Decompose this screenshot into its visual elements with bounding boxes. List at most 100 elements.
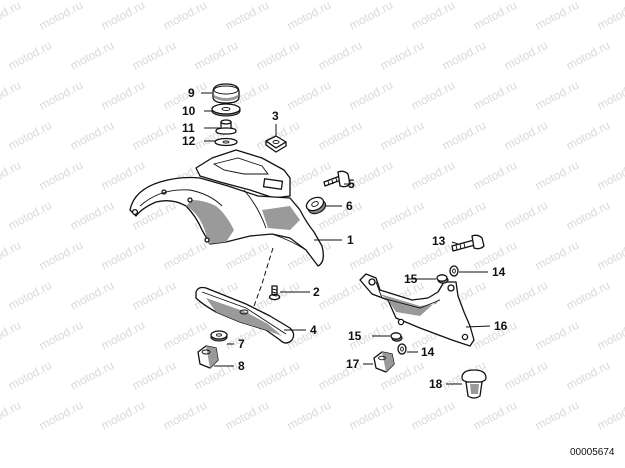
watermark-text: motod.ru	[595, 238, 625, 273]
washer-7	[210, 330, 228, 342]
watermark-text: motod.ru	[223, 0, 271, 33]
callout-1: 1	[347, 233, 354, 247]
watermark-text: motod.ru	[440, 38, 488, 73]
watermark-text: motod.ru	[316, 38, 364, 73]
callout-5: 5	[348, 177, 355, 191]
callout-13: 13	[432, 234, 446, 248]
clip-nut	[265, 135, 287, 153]
watermark-text: motod.ru	[285, 78, 333, 113]
watermark-text: motod.ru	[533, 238, 581, 273]
watermark-text: motod.ru	[37, 78, 85, 113]
watermark-text: motod.ru	[130, 278, 178, 313]
nut-17	[373, 351, 395, 373]
rear-fender	[129, 149, 324, 267]
watermark-text: motod.ru	[285, 0, 333, 33]
callout-12: 12	[182, 134, 196, 148]
watermark-text: motod.ru	[564, 198, 612, 233]
watermark-text: motod.ru	[99, 0, 147, 33]
watermark-text: motod.ru	[254, 38, 302, 73]
watermark-text: motod.ru	[37, 0, 85, 33]
watermark-text: motod.ru	[347, 78, 395, 113]
watermark-text: motod.ru	[502, 278, 550, 313]
watermark-text: motod.ru	[161, 238, 209, 273]
watermark-text: motod.ru	[68, 278, 116, 313]
watermark-text: motod.ru	[0, 78, 23, 113]
watermark-text: motod.ru	[533, 0, 581, 33]
watermark-text: motod.ru	[502, 118, 550, 153]
callout-14-bottom: 14	[421, 345, 435, 359]
watermark-text: motod.ru	[99, 158, 147, 193]
callout-4: 4	[310, 323, 317, 337]
watermark-text: motod.ru	[6, 38, 54, 73]
leader-lines	[201, 92, 491, 385]
watermark-text: motod.ru	[161, 318, 209, 353]
watermark-text: motod.ru	[409, 78, 457, 113]
watermark-text: motod.ru	[130, 38, 178, 73]
watermark-text: motod.ru	[440, 198, 488, 233]
callout-18: 18	[429, 377, 443, 391]
callout-11: 11	[182, 121, 195, 135]
watermark-text: motod.ru	[378, 38, 426, 73]
watermark-text: motod.ru	[533, 398, 581, 433]
callout-2: 2	[313, 285, 320, 299]
watermark-text: motod.ru	[192, 118, 240, 153]
watermark-text: motod.ru	[409, 0, 457, 33]
watermark-text: motod.ru	[37, 398, 85, 433]
watermark-text: motod.ru	[316, 118, 364, 153]
upper-washers	[436, 265, 459, 284]
watermark-text: motod.ru	[68, 198, 116, 233]
watermark-text: motod.ru	[409, 398, 457, 433]
watermark-text: motod.ru	[192, 38, 240, 73]
watermark-text: motod.ru	[0, 0, 23, 33]
watermark-text: motod.ru	[130, 118, 178, 153]
watermark-text: motod.ru	[595, 78, 625, 113]
watermark-text: motod.ru	[471, 398, 519, 433]
watermark-text: motod.ru	[595, 398, 625, 433]
watermark-text: motod.ru	[192, 358, 240, 393]
nut-8	[197, 345, 219, 369]
watermark-text: motod.ru	[68, 38, 116, 73]
watermark-text: motod.ru	[99, 398, 147, 433]
watermark-text: motod.ru	[161, 398, 209, 433]
callout-labels: 9 10 11 12 3 5 6 1 2 4 7 8 13 14 15 16 1…	[182, 86, 508, 391]
rubber-plug	[461, 369, 487, 399]
callout-16: 16	[494, 319, 508, 333]
callout-3: 3	[272, 109, 279, 123]
watermark-layer: motod.ru motod.ru motod.ru motod.ru motod.ru…	[0, 0, 625, 433]
callout-9: 9	[188, 86, 195, 100]
callout-15-top: 15	[404, 272, 418, 286]
callout-6: 6	[346, 199, 353, 213]
callout-17: 17	[346, 357, 360, 371]
lower-bracket	[195, 286, 295, 344]
watermark-text: motod.ru	[471, 78, 519, 113]
watermark-text: motod.ru	[378, 198, 426, 233]
watermark-text: motod.ru	[471, 158, 519, 193]
watermark-text: motod.ru	[99, 238, 147, 273]
watermark-text: motod.ru	[0, 238, 23, 273]
watermark-text: motod.ru	[564, 118, 612, 153]
screw	[268, 285, 281, 301]
bolt-13	[451, 234, 485, 252]
watermark-text: motod.ru	[595, 318, 625, 353]
watermark-text: motod.ru	[502, 38, 550, 73]
watermark-text: motod.ru	[285, 158, 333, 193]
fender-bolt	[323, 170, 351, 188]
callout-10: 10	[182, 104, 196, 118]
grommet	[305, 196, 327, 215]
watermark-text: motod.ru	[595, 158, 625, 193]
lower-washers	[390, 332, 407, 355]
watermark-text: motod.ru	[6, 278, 54, 313]
callout-7: 7	[238, 337, 245, 351]
watermark-text: motod.ru	[223, 238, 271, 273]
watermark-text: motod.ru	[502, 358, 550, 393]
watermark-text: motod.ru	[533, 158, 581, 193]
watermark-text: motod.ru	[347, 398, 395, 433]
watermark-text: motod.ru	[6, 358, 54, 393]
watermark-text: motod.ru	[99, 318, 147, 353]
watermark-text: motod.ru	[0, 398, 23, 433]
watermark-text: motod.ru	[440, 118, 488, 153]
watermark-text: motod.ru	[533, 78, 581, 113]
watermark-text: motod.ru	[595, 0, 625, 33]
watermark-text: motod.ru	[68, 118, 116, 153]
watermark-text: motod.ru	[254, 358, 302, 393]
